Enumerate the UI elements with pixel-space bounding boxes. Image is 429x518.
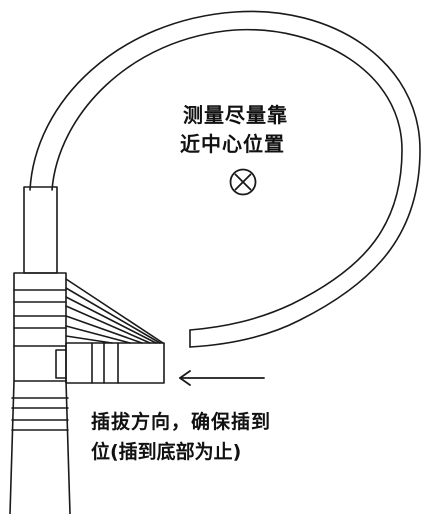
clamp-rib-5 — [65, 315, 143, 344]
upper-handle — [23, 186, 58, 274]
clamp-rib-3 — [65, 296, 157, 344]
clamp-rib-1 — [65, 278, 164, 344]
loop-cable-outer — [29, 10, 421, 348]
clamp-rib-4 — [65, 305, 151, 344]
center-note-line-2: 近中心位置 — [180, 132, 285, 156]
center-note-line-1: 测量尽量靠 — [183, 103, 288, 127]
socket-box — [65, 342, 165, 384]
left-arrow — [179, 370, 265, 386]
coupling-body — [13, 272, 67, 382]
loop-cable-inner — [51, 28, 403, 331]
circle-x-marker — [229, 168, 257, 196]
socket-left-cap — [55, 349, 67, 379]
insert-note-line-1: 插拔方向，确保插到 — [91, 411, 272, 433]
lower-handle — [9, 380, 71, 515]
clamp-rib-7 — [65, 335, 113, 344]
clamp-rib-6 — [65, 325, 131, 344]
clamp-rib-2 — [65, 287, 161, 344]
insert-note-line-2: 位(插到底部为止) — [91, 441, 242, 463]
